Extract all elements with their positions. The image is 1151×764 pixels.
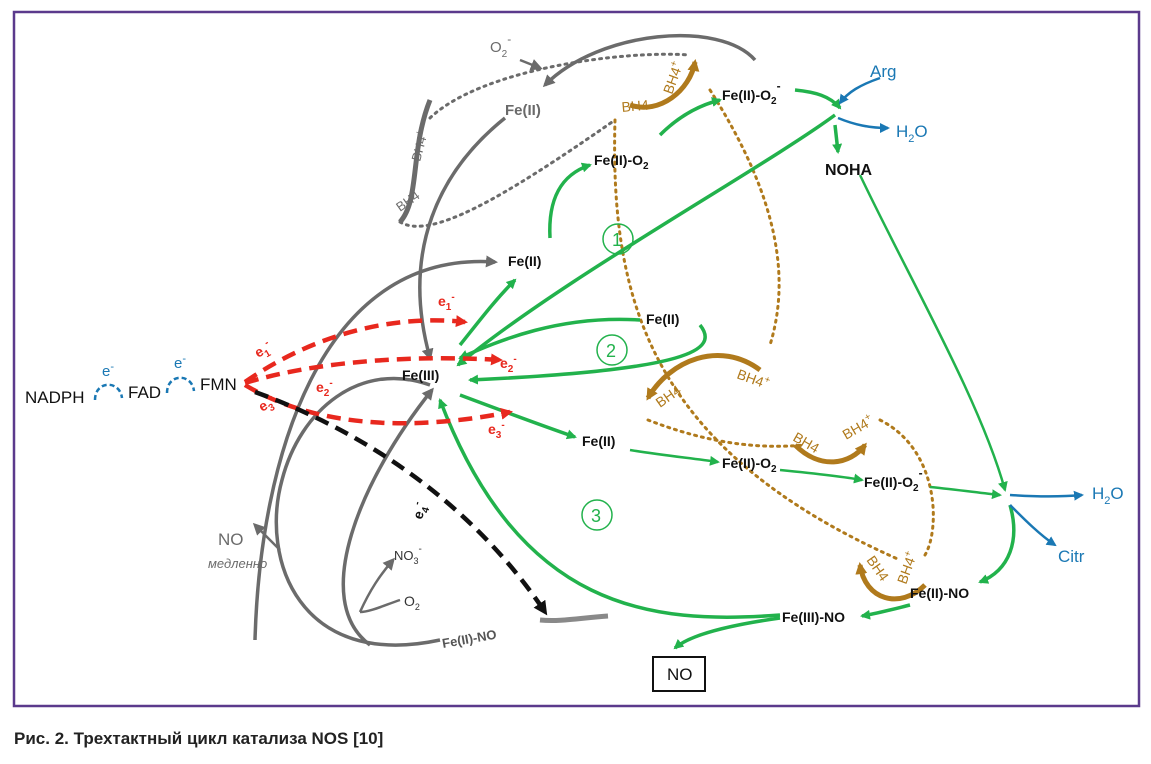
nadph-label: NADPH: [25, 388, 85, 407]
grey-feii-label: Fe(II): [505, 102, 541, 119]
e2-label-left: e2-: [316, 378, 333, 399]
grey-pathways: [252, 34, 757, 647]
cycle2-feii-label: Fe(II): [646, 311, 679, 327]
bh4-label-4: BH4: [864, 553, 893, 585]
bh4plus-label-3: BH4+: [839, 411, 876, 442]
cycle3-feii-o2-label: Fe(II)-O2: [722, 455, 777, 475]
cycle3-feii-label: Fe(II): [582, 433, 615, 449]
cycle1-feii-label: Fe(II): [508, 253, 541, 269]
cycle3-feii-o2-minus-label: Fe(II)-O2-: [864, 466, 923, 494]
e3-label: e3-: [488, 420, 505, 441]
o2-grey-label: O2: [404, 593, 420, 612]
bh4plus-label-4: BH4+: [893, 549, 920, 586]
cycle1-feii-o2-label: Fe(II)-O2: [594, 152, 649, 172]
cycle3-feiii-no-label: Fe(III)-NO: [782, 609, 845, 625]
green-cycle-arrows: [438, 88, 1016, 650]
cycle3-number: 3: [591, 506, 601, 526]
e1-label-left: e1-: [251, 338, 276, 365]
fmn-label: FMN: [200, 375, 237, 394]
e-minus-label-2: e-: [174, 353, 186, 372]
grey-bh4plus-label: BH4+: [406, 129, 430, 163]
cycle2-number: 2: [606, 341, 616, 361]
noha-label: NOHA: [825, 162, 873, 179]
center-feiii-label: Fe(III): [402, 367, 439, 383]
arg-label: Arg: [870, 62, 896, 81]
diagram-frame: [12, 10, 1141, 708]
cycle1-number: 1: [612, 230, 622, 250]
e2-label: e2-: [500, 354, 517, 375]
blue-side-arrows: [837, 76, 1084, 547]
no-slow-label: NO: [218, 530, 244, 549]
no3-label: NO3-: [394, 544, 422, 566]
cycle2-number-badge: [596, 334, 628, 366]
cycle1-number-badge: [602, 223, 634, 255]
cycle3-feii-no-label: Fe(II)-NO: [910, 585, 969, 601]
bh4-reaction-arrows: [629, 59, 927, 602]
e4-label: e4-: [408, 500, 433, 522]
fad-label: FAD: [128, 383, 161, 402]
slowly-label: медленно: [208, 556, 267, 571]
e4-electron-arrow: [254, 389, 548, 616]
figure-caption: Рис. 2. Трехтактный цикл катализа NOS [1…: [14, 729, 384, 748]
no-product-box: [652, 656, 706, 692]
o2-release-arrow: [519, 58, 543, 71]
electron-chain-arrows: [93, 376, 196, 401]
bh4-cofactor-paths: [613, 88, 935, 562]
grey-dotted-pathways: [398, 52, 692, 228]
h2o-label-1: H2O: [896, 122, 928, 145]
grey-feii-no-label: Fe(II)-NO: [441, 627, 498, 651]
o2-minus-grey-label: O2-: [490, 32, 511, 60]
bh4plus-label-2: BH4+: [735, 365, 772, 392]
electron-arrows: [243, 315, 513, 426]
e1-label: e1-: [438, 292, 455, 313]
cycle1-feii-o2-minus-label: Fe(II)-O2-: [722, 79, 781, 107]
h2o-label-2: H2O: [1092, 484, 1124, 507]
cycle3-number-badge: [581, 499, 613, 531]
bh4-label-1: BH4: [621, 97, 650, 115]
citr-label: Citr: [1058, 547, 1085, 566]
no-product-label: NO: [667, 665, 693, 684]
e-minus-label-1: e-: [102, 361, 114, 380]
